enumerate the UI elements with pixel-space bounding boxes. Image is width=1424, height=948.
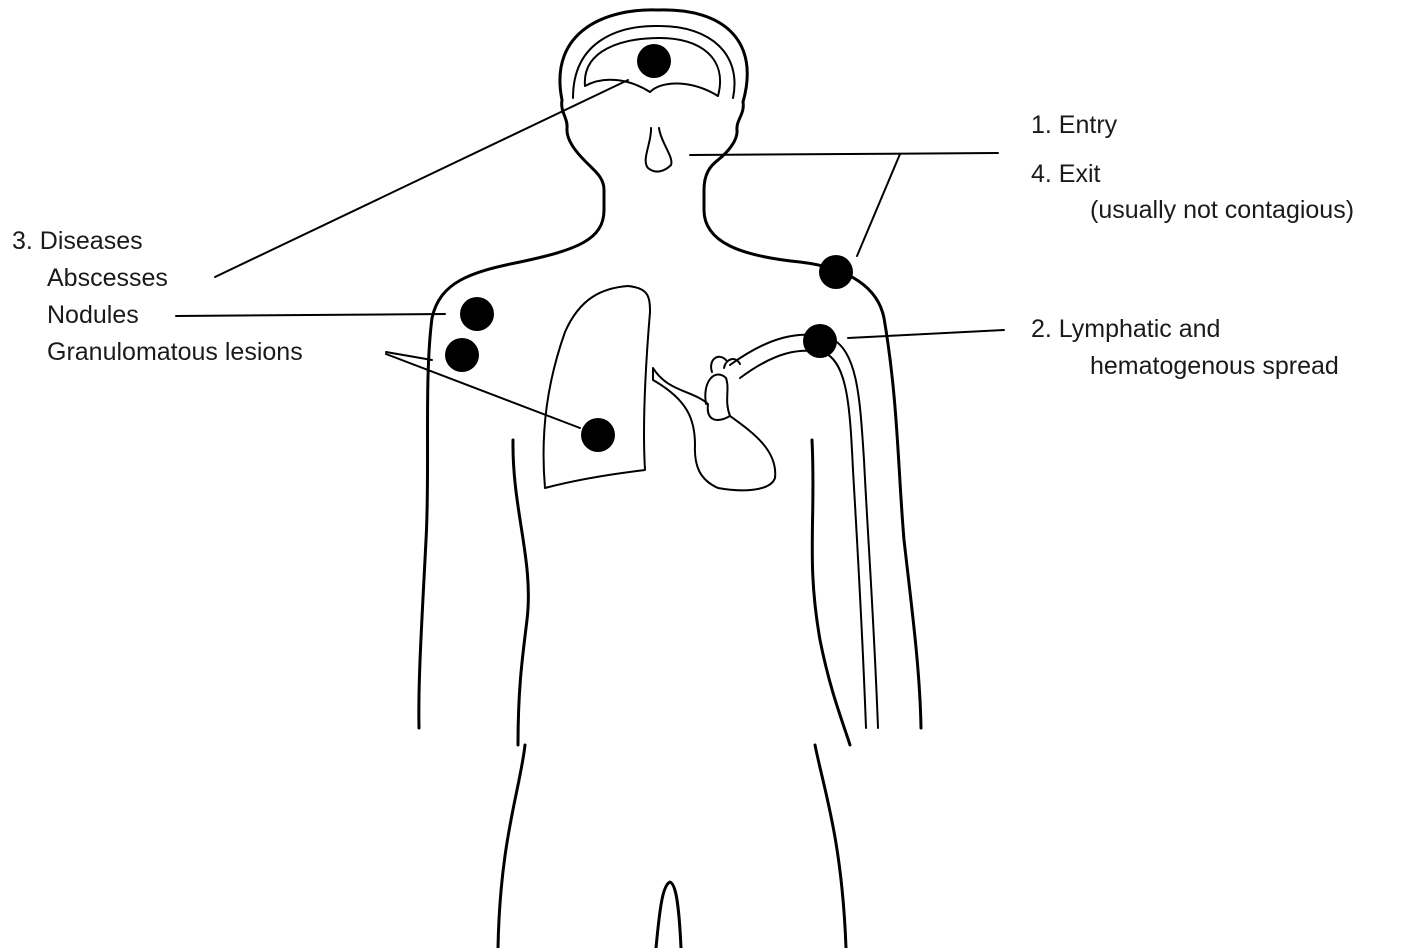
left-outer-contour: [419, 210, 604, 728]
lung-outline: [544, 286, 650, 488]
right-torso-side: [812, 440, 850, 745]
crotch: [656, 882, 681, 948]
face-right: [704, 102, 743, 210]
lymphatic-spread-dot: [803, 324, 837, 358]
label-diseases: 3. Diseases: [12, 226, 143, 256]
lesion-lung-dot: [581, 418, 615, 452]
leader-diseases: [215, 80, 628, 277]
label-granulomatous-lesions: Granulomatous lesions: [47, 337, 303, 367]
body-outline: [419, 10, 921, 948]
right-hip: [815, 745, 846, 948]
leader-lymphatic: [848, 330, 1004, 338]
lesion-shoulder-upper-dot: [460, 297, 494, 331]
lesion-shoulder-lower-dot: [445, 338, 479, 372]
label-exit: 4. Exit: [1031, 159, 1100, 189]
exit-site-dot: [819, 255, 853, 289]
face-left: [562, 100, 604, 210]
label-entry: 1. Entry: [1031, 110, 1117, 140]
nose-outline: [646, 128, 672, 172]
lesion-brain-dot: [637, 44, 671, 78]
left-torso-side: [513, 440, 528, 745]
vessel-channel-inner: [740, 351, 866, 728]
left-hip: [498, 745, 525, 948]
leader-entry: [690, 153, 998, 155]
label-lymphatic-line2: hematogenous spread: [1090, 351, 1339, 381]
lesion-markers: [445, 44, 853, 452]
label-nodules: Nodules: [47, 300, 139, 330]
label-lymphatic-line1: 2. Lymphatic and: [1031, 314, 1220, 344]
leader-lines: [176, 80, 1004, 428]
label-exit-note: (usually not contagious): [1090, 195, 1354, 225]
leader-nodules: [176, 314, 445, 316]
aorta-branch: [711, 357, 740, 372]
leader-granulomatous-lower: [386, 354, 580, 428]
leader-exit: [857, 154, 900, 256]
label-abscesses: Abscesses: [47, 263, 168, 293]
heart-outline: [653, 368, 775, 490]
aorta: [705, 374, 730, 416]
